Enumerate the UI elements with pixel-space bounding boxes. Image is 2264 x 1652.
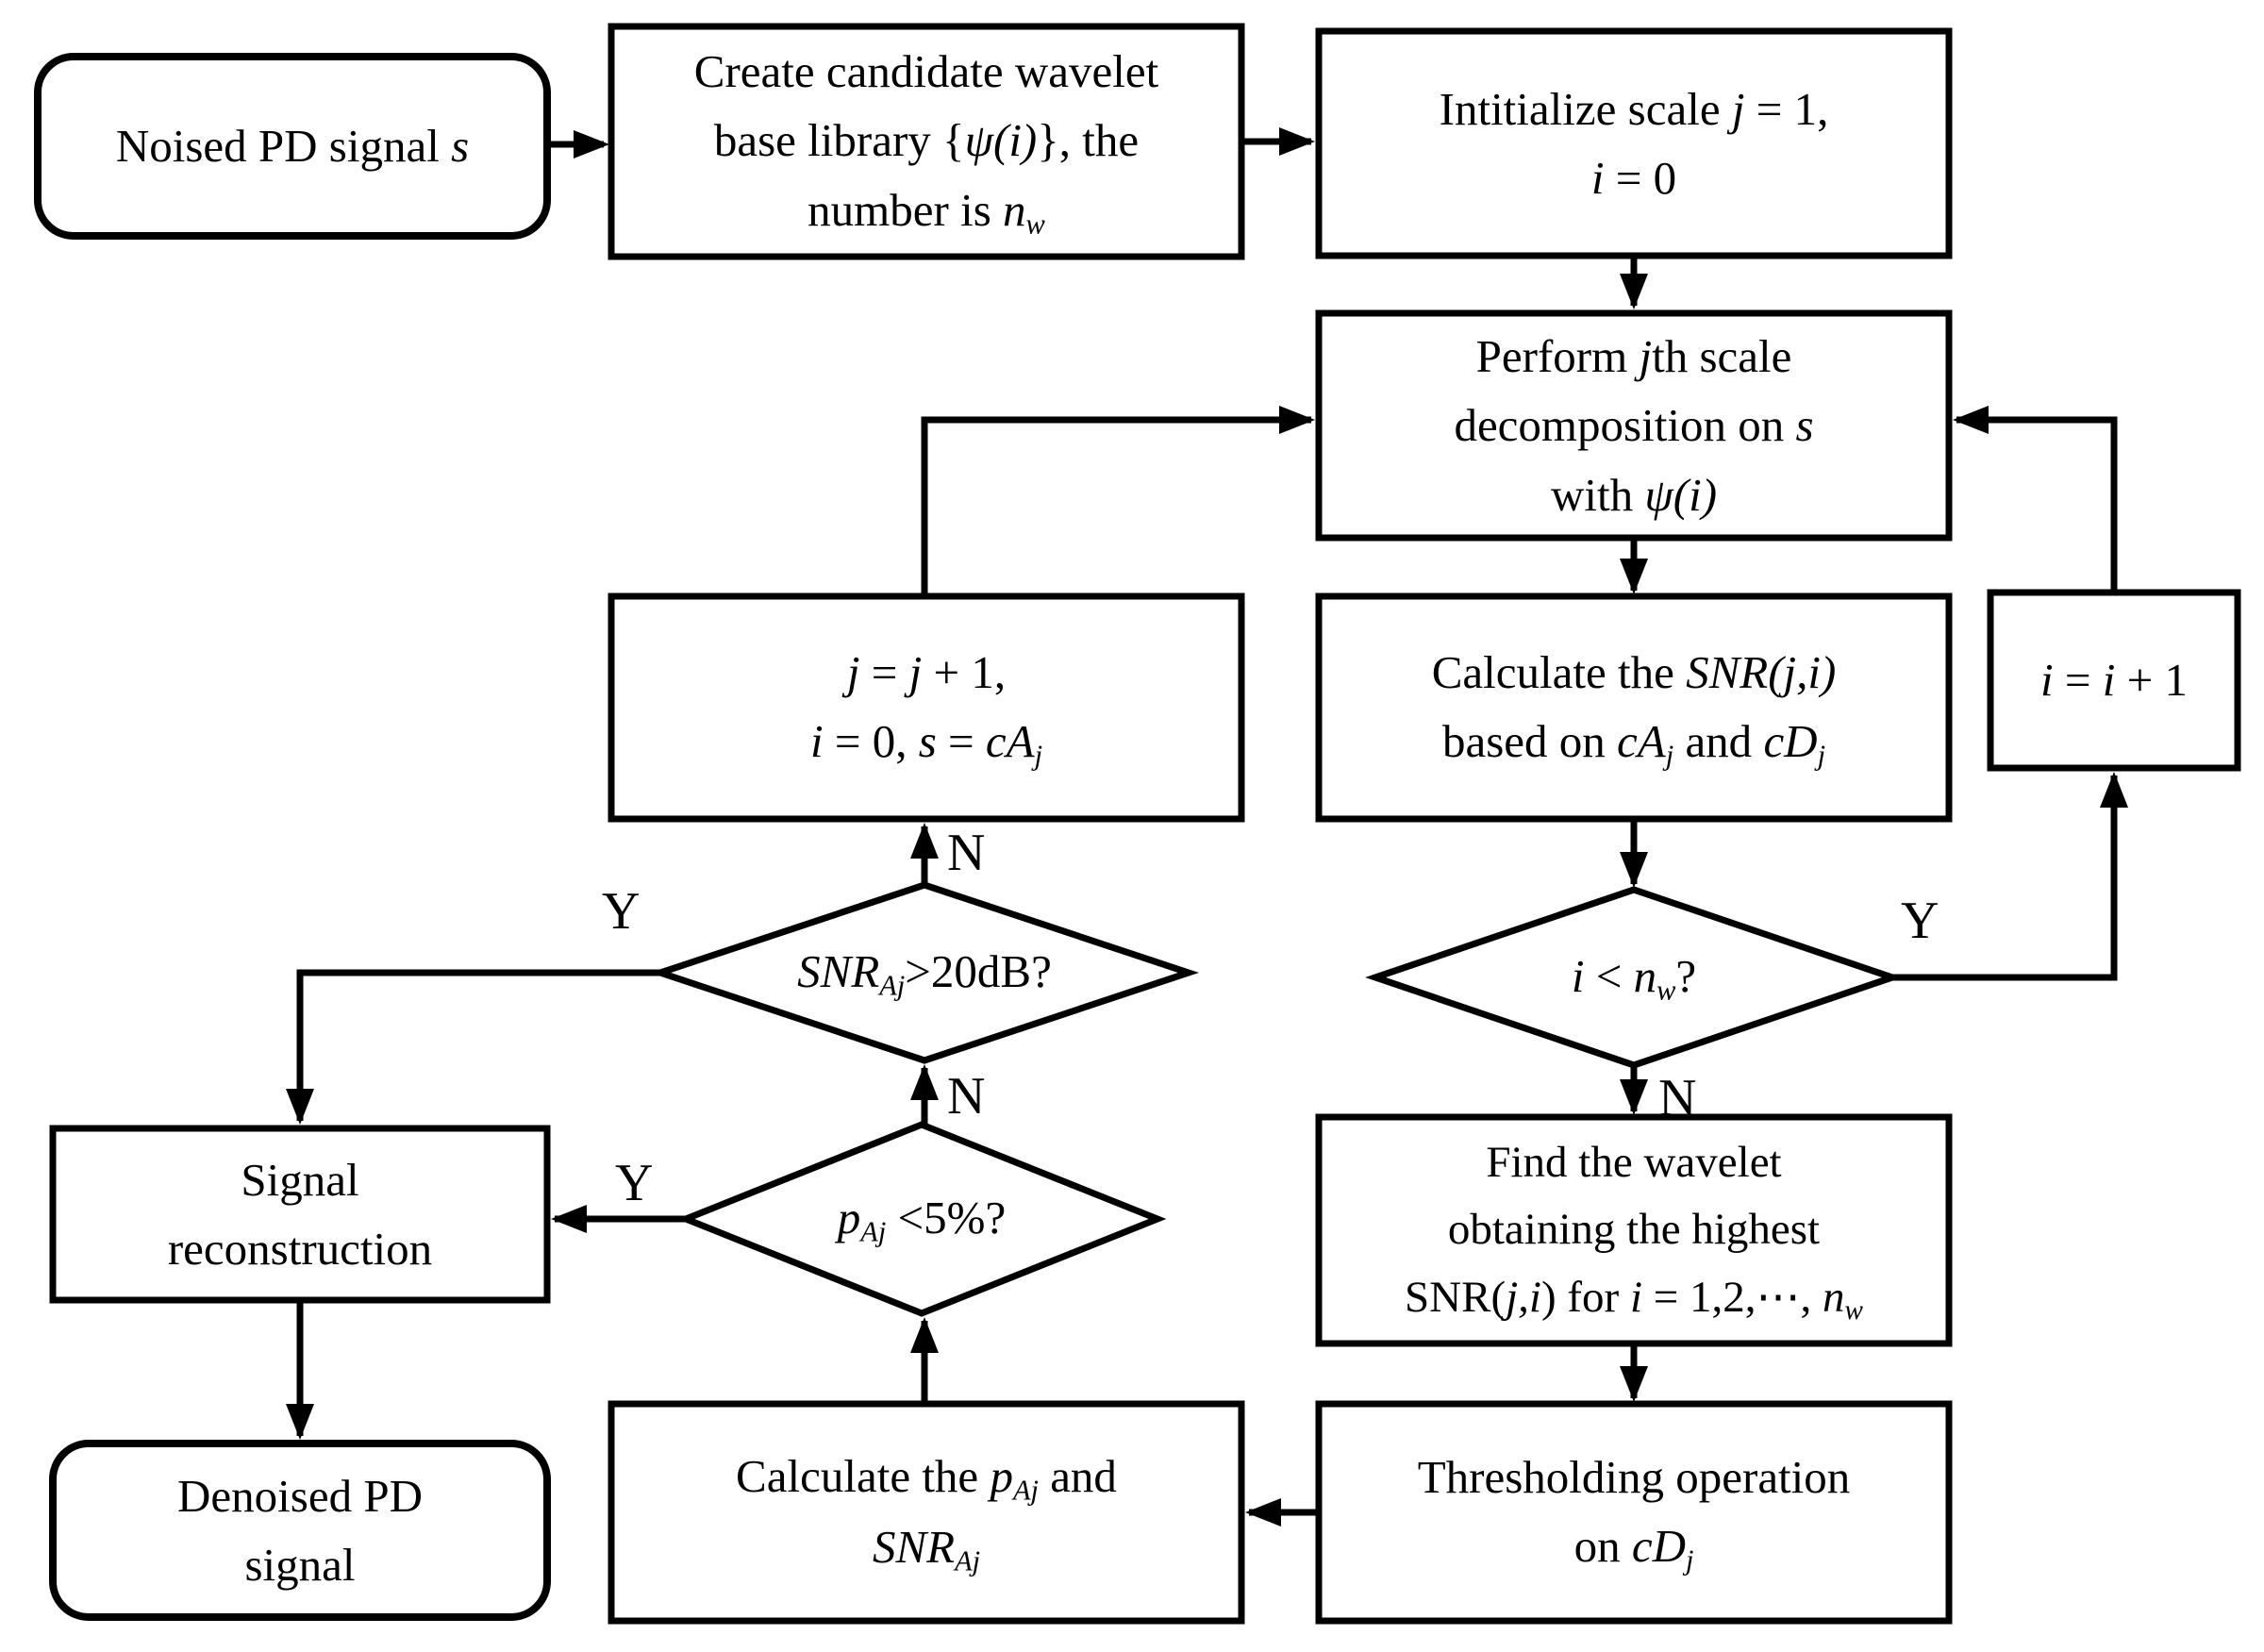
edge-check-i-no-to-find-wavelet xyxy=(1620,1065,1648,1115)
process-box-thresholding xyxy=(1315,1400,1953,1625)
edge-check-snraj-no-to-increment-j xyxy=(910,823,939,885)
process-box-signal-reconstruction xyxy=(49,1125,551,1304)
edge-create-to-initialize xyxy=(1241,127,1315,156)
branch-label-paj-yes: Y xyxy=(615,1154,654,1212)
edge-perform-to-calculate-snr xyxy=(1620,538,1648,594)
edge-check-snraj-yes-to-reconstruction xyxy=(286,969,660,1125)
edge-find-wavelet-to-thresholding xyxy=(1620,1343,1648,1402)
edge-thresholding-to-calculate-paj xyxy=(1245,1498,1319,1527)
edge-initialize-to-perform xyxy=(1620,256,1648,309)
decision-diamond-i-lt-nw xyxy=(1365,886,1903,1069)
edge-noised-to-create xyxy=(547,130,609,159)
terminator-box-noised-signal xyxy=(34,53,551,240)
process-box-find-wavelet xyxy=(1315,1113,1953,1347)
edge-increment-j-to-perform xyxy=(921,406,1315,596)
branch-label-i-lt-nw-yes: Y xyxy=(1901,892,1939,950)
edge-increment-i-to-perform xyxy=(1953,406,2118,592)
process-box-initialize-scale xyxy=(1315,27,1953,259)
process-box-increment-i xyxy=(1987,589,2241,772)
edge-calculate-snr-to-check-i xyxy=(1620,819,1648,888)
process-box-perform-decomposition xyxy=(1315,309,1953,542)
process-box-increment-j xyxy=(608,592,1245,823)
branch-label-snraj-no: N xyxy=(947,824,986,882)
terminator-box-denoised-signal xyxy=(49,1440,551,1621)
branch-label-paj-no: N xyxy=(947,1067,986,1126)
decision-diamond-paj xyxy=(676,1121,1167,1317)
process-box-calculate-paj xyxy=(608,1400,1245,1625)
edge-check-paj-no-to-check-snraj xyxy=(910,1064,939,1125)
branch-label-i-lt-nw-no: N xyxy=(1658,1069,1697,1127)
decision-diamond-snraj xyxy=(649,881,1200,1064)
edge-check-paj-yes-to-reconstruction xyxy=(551,1205,686,1233)
edge-calculate-paj-to-check-paj xyxy=(910,1317,939,1404)
edge-reconstruction-to-denoised xyxy=(286,1300,314,1440)
process-box-create-library xyxy=(608,23,1245,260)
process-box-calculate-snr xyxy=(1315,592,1953,823)
branch-label-snraj-yes: Y xyxy=(602,882,641,941)
edge-check-i-yes-to-increment-i xyxy=(1892,772,2128,981)
